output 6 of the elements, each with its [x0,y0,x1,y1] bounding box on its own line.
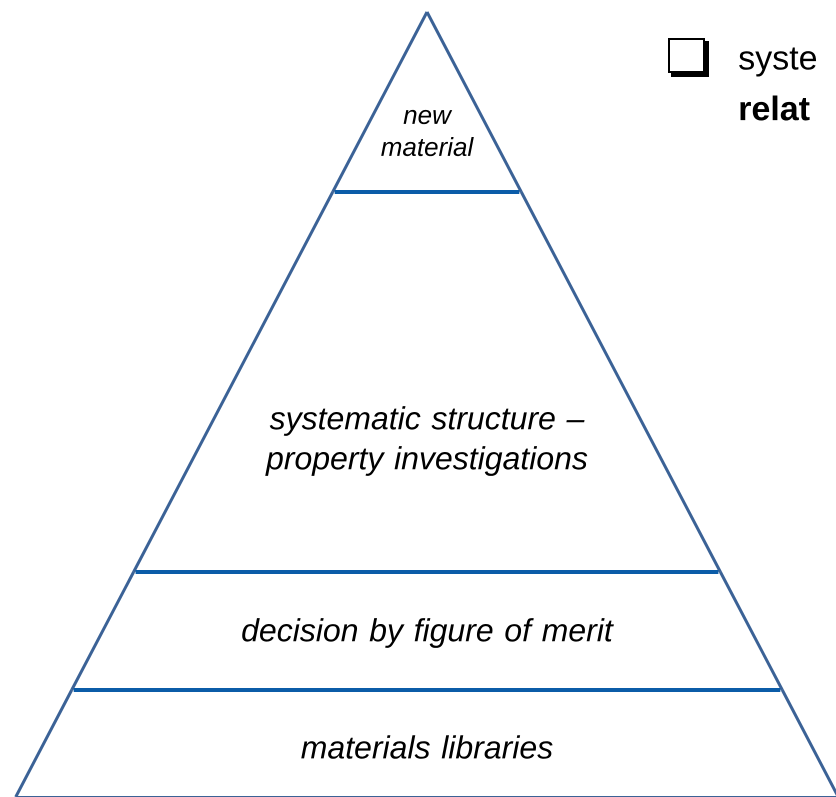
bullet-text: syste [739,47,816,77]
pyramid-band: materials libraries [14,689,836,797]
bullet-text: relat [740,96,810,120]
pyramid-band: systematic structure – property investigations [132,191,722,574]
pyramid-band: new material [331,11,523,194]
pyramid-band: decision by figure of merit [70,571,784,692]
